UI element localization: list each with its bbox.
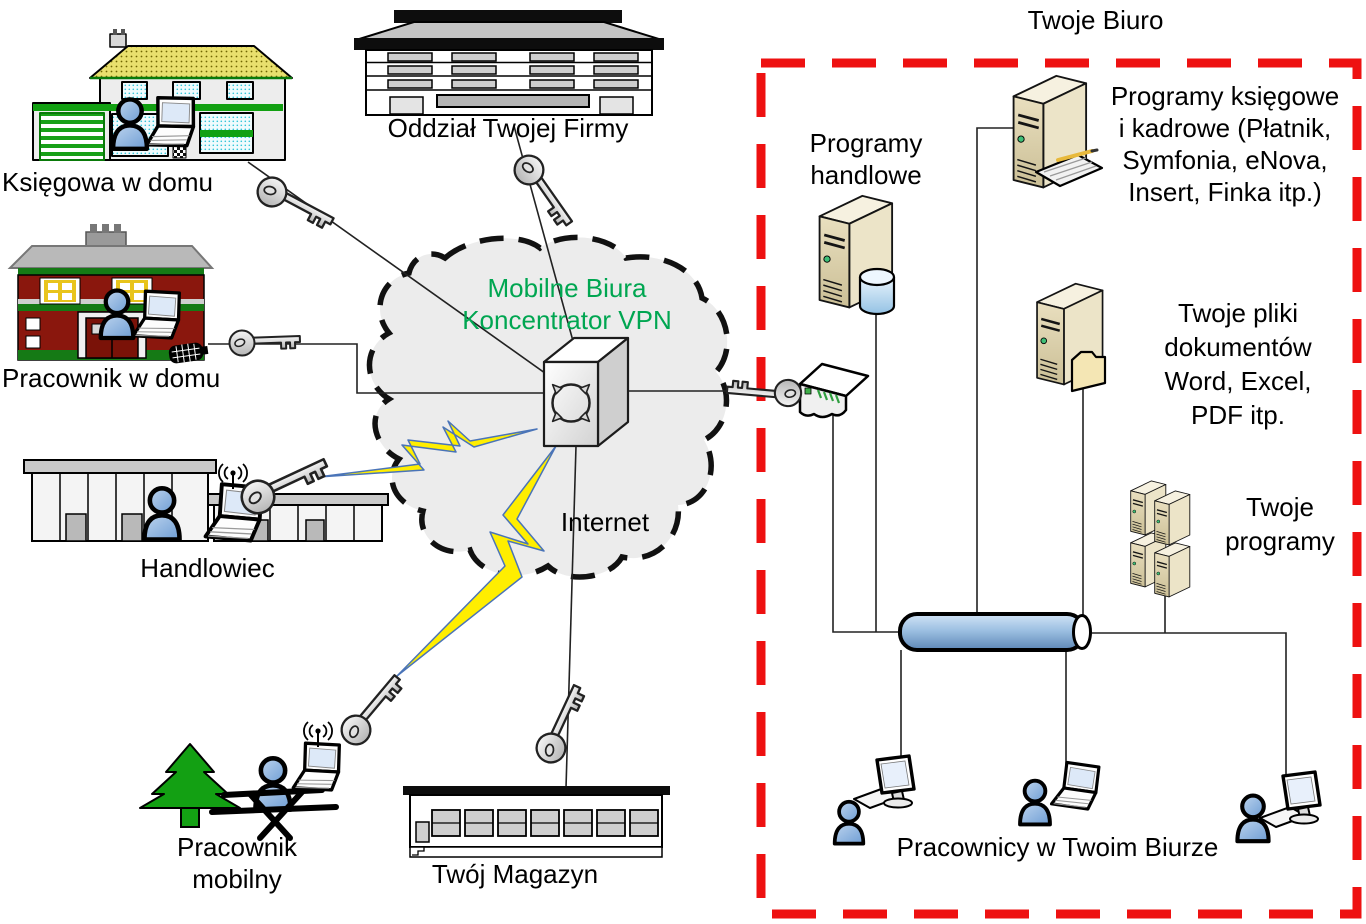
label-pracownik-mobilny: Pracownik mobilny — [148, 831, 326, 895]
label-line: Programy księgowe — [1110, 81, 1340, 111]
label-programy-ksiegowe: Programy księgowe i kadrowe (Płatnik, Sy… — [1086, 80, 1364, 208]
keyboard-icon — [1034, 148, 1104, 188]
connection-lines — [208, 125, 1287, 789]
key-oddzial-icon — [507, 148, 581, 235]
line-vpn-magazyn — [565, 445, 577, 789]
label-line: Mobilne Biura — [487, 273, 647, 303]
label-magazyn: Twój Magazyn — [431, 859, 599, 889]
key-ksiegowa-icon — [251, 171, 339, 238]
modem-device-icon — [168, 342, 209, 364]
label-pracownik-domu: Pracownik w domu — [2, 363, 221, 393]
vpn-concentrator-icon — [542, 336, 630, 448]
buildings-handlowiec-icon — [23, 459, 389, 542]
label-line: i kadrowe (Płatnik, — [1118, 113, 1332, 143]
router-icon — [798, 362, 870, 419]
label-ksiegowa: Księgowa w domu — [2, 167, 213, 197]
label-cloud-vpn: Mobilne Biura Koncentrator VPN — [442, 272, 692, 336]
laptop-mobilny-icon — [284, 735, 349, 799]
label-internet: Internet — [560, 507, 650, 537]
pine-tree-icon — [139, 743, 241, 828]
label-line: mobilny — [192, 864, 282, 894]
laptop-ws2-icon — [1046, 758, 1105, 814]
key-mobilny-icon — [334, 668, 412, 752]
building-oddzial-icon — [354, 10, 664, 116]
label-line: dokumentów — [1164, 332, 1312, 362]
key-domu-icon — [228, 327, 302, 357]
label-line: Twoje — [1246, 492, 1314, 522]
label-line: Symfonia, eNova, — [1122, 145, 1328, 175]
label-line: Pracownik — [177, 832, 297, 862]
label-programy-handlowe: Programy handlowe — [782, 127, 950, 191]
label-line: Insert, Finka itp.) — [1128, 177, 1322, 207]
label-twoje-programy: Twoje programy — [1200, 490, 1360, 558]
label-line: Programy — [809, 128, 923, 158]
label-line: programy — [1225, 526, 1335, 556]
label-twoje-pliki: Twoje pliki dokumentów Word, Excel, PDF … — [1122, 296, 1354, 432]
server-cluster-icon — [1130, 480, 1191, 598]
line-ksiegowe-bus — [976, 127, 1014, 617]
label-line: handlowe — [810, 160, 922, 190]
key-magazyn-icon — [530, 680, 594, 769]
database-cylinder-icon — [858, 267, 896, 316]
person-ws2-icon — [1018, 778, 1052, 827]
label-line: Koncentrator VPN — [462, 305, 672, 335]
picnic-table-icon — [209, 787, 339, 841]
label-line: Word, Excel, — [1164, 366, 1312, 396]
label-line: PDF itp. — [1191, 400, 1285, 430]
warehouse-magazyn-icon — [403, 786, 670, 858]
label-handlowiec: Handlowiec — [140, 553, 275, 583]
label-oddzial: Oddział Twojej Firmy — [387, 113, 629, 143]
line-router-bus — [832, 414, 901, 633]
label-line: Twoje pliki — [1178, 298, 1298, 328]
folder-icon — [1070, 350, 1107, 393]
network-bus-icon — [898, 612, 1092, 652]
office-boundary — [756, 58, 1362, 919]
label-office-title: Twoje Biuro — [1027, 5, 1164, 35]
label-pracownicy: Pracownicy w Twoim Biurze — [896, 832, 1219, 862]
line-bus-ws3 — [1092, 632, 1287, 776]
